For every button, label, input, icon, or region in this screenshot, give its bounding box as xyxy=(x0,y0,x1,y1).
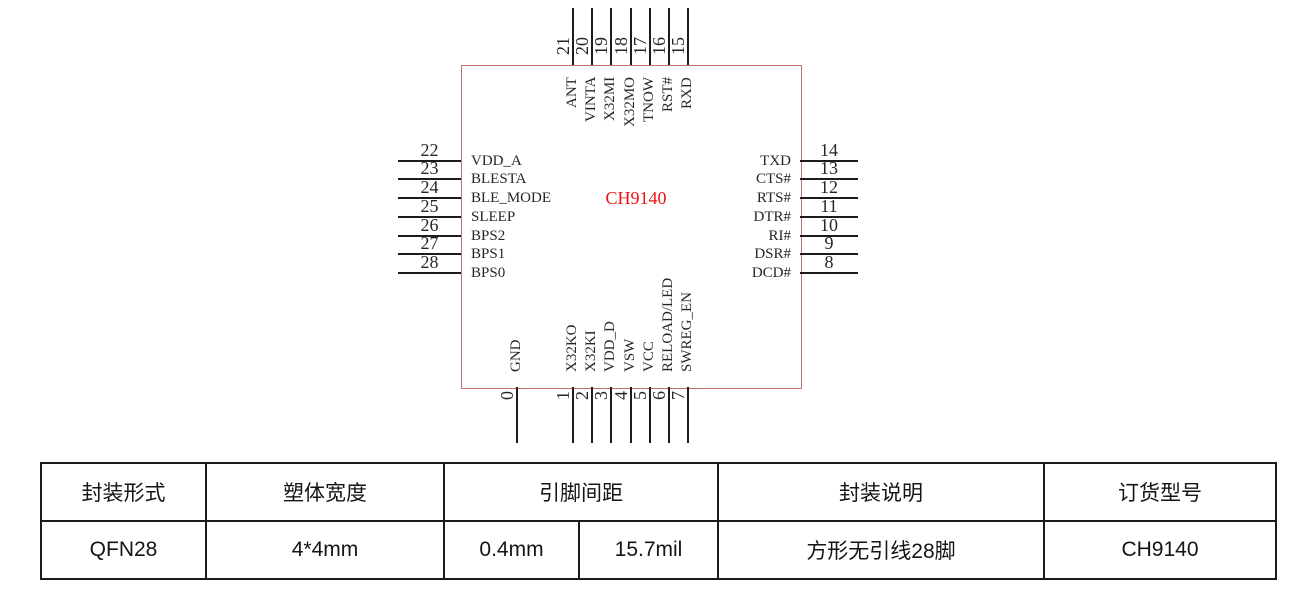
pin-label: SWREG_EN xyxy=(679,292,695,372)
pin-line xyxy=(591,8,593,65)
pin-number: 10 xyxy=(820,215,838,235)
pin-line xyxy=(398,216,461,218)
pin-number: 6 xyxy=(649,391,669,400)
pin-number: 5 xyxy=(630,391,650,400)
col-header-package-type: 封装形式 xyxy=(40,462,207,522)
pin-line xyxy=(398,253,461,255)
col-header-body-width: 塑体宽度 xyxy=(205,462,445,522)
pin-label: VCC xyxy=(641,341,657,372)
pin-number: 12 xyxy=(820,177,838,197)
pin-line xyxy=(610,387,612,443)
pin-number: 7 xyxy=(668,391,688,400)
pin-line xyxy=(800,160,858,162)
pin-number: 15 xyxy=(668,37,688,55)
pin-label: DSR# xyxy=(754,246,791,262)
pin-number: 9 xyxy=(824,233,834,253)
pin-number: 4 xyxy=(611,391,631,400)
pin-line xyxy=(398,235,461,237)
col-header-pin-pitch: 引脚间距 xyxy=(443,462,719,522)
pin-number: 26 xyxy=(420,215,439,235)
pin-number: 24 xyxy=(420,177,439,197)
pin-label: BLE_MODE xyxy=(471,190,551,206)
pin-number: 0 xyxy=(497,391,517,400)
pin-line xyxy=(610,8,612,65)
pin-number: 27 xyxy=(420,233,439,253)
pin-label: SLEEP xyxy=(471,209,516,225)
cell-body-width: 4*4mm xyxy=(205,520,445,580)
pin-number: 18 xyxy=(611,37,631,55)
pin-number: 23 xyxy=(420,158,439,178)
pin-number: 17 xyxy=(630,37,650,55)
pin-line xyxy=(591,387,593,443)
pin-number: 20 xyxy=(572,37,592,55)
pin-label: BPS0 xyxy=(471,265,506,281)
pin-label: GND xyxy=(508,339,524,373)
pin-line xyxy=(398,197,461,199)
pin-number: 25 xyxy=(420,196,439,216)
pin-line xyxy=(687,8,689,65)
package-table: 封装形式 塑体宽度 引脚间距 封装说明 订货型号 QFN28 4*4mm 0.4… xyxy=(40,462,1277,580)
pin-number: 13 xyxy=(820,158,838,178)
chip-outline xyxy=(461,65,802,389)
pin-number: 22 xyxy=(420,140,439,160)
pin-line xyxy=(668,8,670,65)
pin-number: 28 xyxy=(420,252,439,272)
pin-line xyxy=(572,387,574,443)
pin-line xyxy=(649,387,651,443)
pin-line xyxy=(572,8,574,65)
pin-label: X32KI xyxy=(583,330,599,372)
pin-line xyxy=(800,253,858,255)
pin-number: 2 xyxy=(572,391,592,400)
pin-line xyxy=(398,272,461,274)
pin-line xyxy=(800,197,858,199)
pin-number: 11 xyxy=(820,196,838,216)
pin-line xyxy=(800,235,858,237)
cell-pin-pitch-mm: 0.4mm xyxy=(443,520,580,580)
col-header-order-model: 订货型号 xyxy=(1043,462,1277,522)
pin-line xyxy=(668,387,670,443)
cell-order-model: CH9140 xyxy=(1043,520,1277,580)
pin-label: BPS2 xyxy=(471,228,506,244)
pin-label: VDD_A xyxy=(471,153,522,169)
pin-label: BLESTA xyxy=(471,171,527,187)
pin-label: TXD xyxy=(760,153,791,169)
cell-package-type: QFN28 xyxy=(40,520,207,580)
col-header-package-desc: 封装说明 xyxy=(717,462,1045,522)
pin-label: X32KO xyxy=(564,324,580,373)
table-value-row: QFN28 4*4mm 0.4mm 15.7mil 方形无引线28脚 CH914… xyxy=(40,520,1277,580)
cell-package-desc: 方形无引线28脚 xyxy=(717,520,1045,580)
pin-number: 16 xyxy=(649,37,669,55)
pin-label: VSW xyxy=(622,338,638,372)
table-header-row: 封装形式 塑体宽度 引脚间距 封装说明 订货型号 xyxy=(40,462,1277,522)
pin-label: RTS# xyxy=(756,190,791,206)
chip-name: CH9140 xyxy=(605,188,667,208)
pin-line xyxy=(398,160,461,162)
pin-label: BPS1 xyxy=(471,246,506,262)
pin-line xyxy=(649,8,651,65)
pin-label: RELOAD/LED xyxy=(660,277,676,372)
pin-line xyxy=(800,216,858,218)
pin-label: DTR# xyxy=(753,209,792,225)
pin-number: 21 xyxy=(553,37,573,55)
pin-line xyxy=(630,8,632,65)
pin-label: RI# xyxy=(768,228,792,244)
pin-number: 3 xyxy=(591,391,611,400)
pin-number: 8 xyxy=(824,252,834,272)
pin-number: 14 xyxy=(820,140,838,160)
pin-line xyxy=(516,387,518,443)
pin-label: DCD# xyxy=(751,265,791,281)
pin-label: CTS# xyxy=(755,171,791,187)
pin-line xyxy=(398,178,461,180)
pin-number: 1 xyxy=(553,391,573,400)
pin-number: 19 xyxy=(591,37,611,55)
pin-label: VDD_D xyxy=(602,321,618,372)
cell-pin-pitch-mil: 15.7mil xyxy=(578,520,719,580)
pin-line xyxy=(800,272,858,274)
pin-line xyxy=(800,178,858,180)
pin-line xyxy=(630,387,632,443)
pin-line xyxy=(687,387,689,443)
